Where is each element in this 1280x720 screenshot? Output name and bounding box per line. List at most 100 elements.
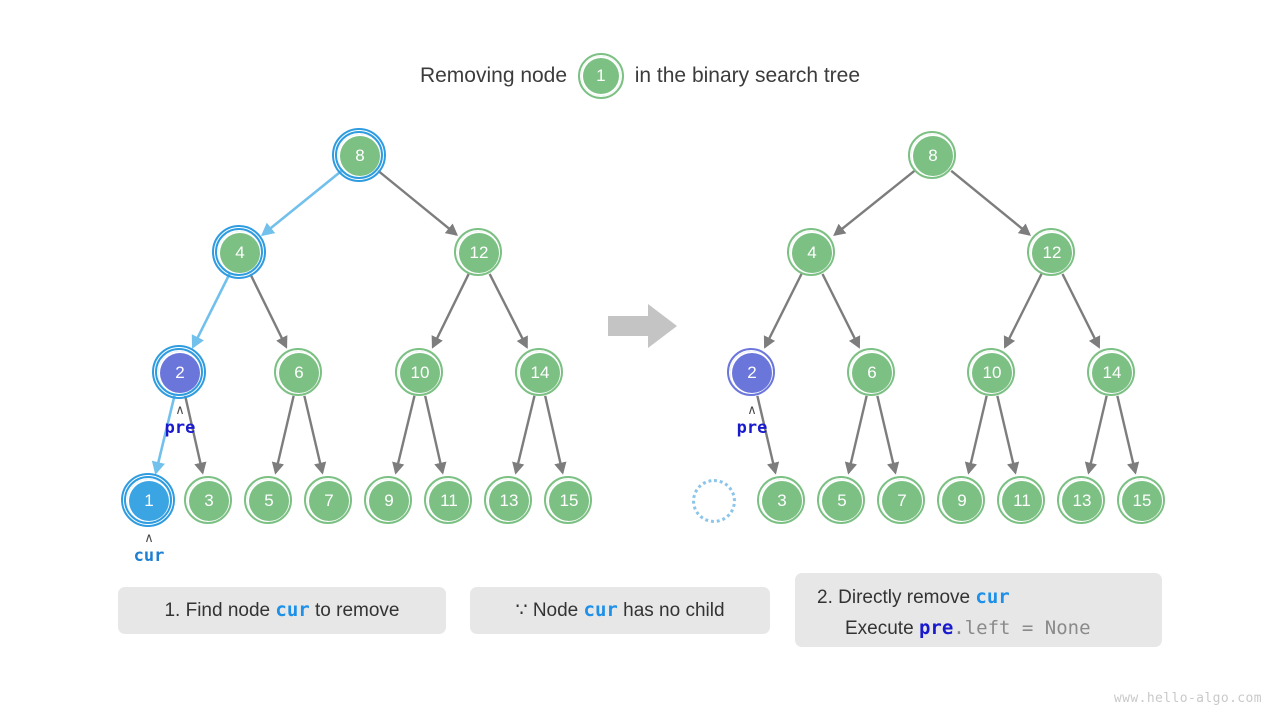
node-value-label: 15 — [1132, 491, 1152, 510]
tree-node-3[interactable]: 3 — [184, 476, 232, 524]
caption3-line2: Execute pre.left = None — [817, 613, 1162, 644]
tree-node-14[interactable]: 14 — [1087, 348, 1135, 396]
node-value-label: 4 — [235, 243, 245, 262]
tree-edge-10-11 — [996, 395, 1020, 475]
tree-edge-14-13 — [512, 395, 536, 475]
node-value-label: 6 — [294, 363, 304, 382]
tree-node-12[interactable]: 12 — [454, 228, 502, 276]
tree-edge-8-12 — [950, 169, 1032, 236]
transition-arrow-icon — [608, 304, 677, 348]
tree-node-11[interactable]: 11 — [424, 476, 472, 524]
tree-edge-6-5 — [844, 395, 868, 475]
tree-node-9[interactable]: 9 — [364, 476, 412, 524]
title-node-value: 1 — [596, 66, 606, 85]
caption1-prefix: 1. Find node — [164, 600, 276, 621]
tree-node-2[interactable]: 2 — [152, 345, 206, 399]
caption-step-2: 2. Directly remove cur Execute pre.left … — [795, 573, 1162, 647]
node-value-label: 3 — [777, 491, 787, 510]
tree-node-12[interactable]: 12 — [1027, 228, 1075, 276]
tree-node-11[interactable]: 11 — [997, 476, 1045, 524]
caret-up-icon: ∧ — [144, 531, 154, 546]
node-value-label: 5 — [264, 491, 274, 510]
caption3-line2-code: pre — [918, 617, 954, 639]
node-value-label: 8 — [928, 146, 938, 165]
tree-node-10[interactable]: 10 — [395, 348, 443, 396]
node-value-label: 4 — [807, 243, 817, 262]
tree-node-6[interactable]: 6 — [847, 348, 895, 396]
tree-node-15[interactable]: 15 — [1117, 476, 1165, 524]
caption2-suffix: has no child — [617, 600, 725, 621]
tree-node-14[interactable]: 14 — [515, 348, 563, 396]
tree-node-2[interactable]: 2 — [727, 348, 775, 396]
tree-edge-2-3 — [184, 395, 207, 475]
caption1-code: cur — [275, 599, 310, 621]
tree-edge-2-3 — [756, 395, 780, 475]
caption2-code: cur — [583, 599, 618, 621]
node-value-label: 7 — [324, 491, 334, 510]
tree-node-6[interactable]: 6 — [274, 348, 322, 396]
caption2-prefix: ∵ Node — [515, 600, 584, 621]
tree-edge-6-5 — [271, 395, 295, 475]
tree-edge-2-1 — [151, 395, 176, 475]
edge-group — [151, 169, 1140, 475]
pointer-marker-cur: ∧cur — [109, 531, 189, 566]
tree-edge-12-10 — [431, 273, 470, 349]
node-value-label: 12 — [469, 243, 489, 262]
tree-edge-6-7 — [876, 395, 900, 475]
tree-node-8[interactable]: 8 — [908, 131, 956, 179]
node-value-label: 10 — [410, 363, 430, 382]
tree-node-9[interactable]: 9 — [937, 476, 985, 524]
tree-edge-14-15 — [1116, 395, 1140, 475]
node-value-label: 2 — [747, 363, 757, 382]
tree-node-13[interactable]: 13 — [1057, 476, 1105, 524]
node-value-label: 11 — [1013, 491, 1031, 510]
tree-node-5[interactable]: 5 — [817, 476, 865, 524]
node-value-label: 7 — [897, 491, 907, 510]
title-suffix: in the binary search tree — [634, 64, 861, 87]
node-value-label: 3 — [204, 491, 214, 510]
node-value-label: 1 — [144, 491, 154, 510]
pointer-label: pre — [164, 418, 196, 438]
tree-node-4[interactable]: 4 — [212, 225, 266, 279]
node-value-label: 2 — [175, 363, 185, 382]
tree-edge-10-11 — [424, 395, 447, 475]
tree-edge-12-14 — [488, 273, 528, 349]
pointer-marker-pre: ∧pre — [712, 404, 792, 438]
tree-node-13[interactable]: 13 — [484, 476, 532, 524]
node-value-label: 12 — [1042, 243, 1062, 262]
tree-edge-8-4 — [833, 169, 916, 237]
tree-node-8[interactable]: 8 — [332, 128, 386, 182]
tree-edge-12-14 — [1061, 273, 1101, 349]
pointer-marker-pre: ∧pre — [140, 404, 220, 438]
pointer-label: cur — [133, 546, 165, 566]
node-value-label: 9 — [384, 491, 394, 510]
tree-node-4[interactable]: 4 — [787, 228, 835, 276]
caption-reason: ∵ Node cur has no child — [470, 587, 770, 634]
caption3-line2-prefix: Execute — [845, 618, 919, 639]
page-title: Removing node 1 in the binary search tre… — [0, 53, 1280, 99]
tree-node-7[interactable]: 7 — [877, 476, 925, 524]
tree-node-10[interactable]: 10 — [967, 348, 1015, 396]
caption3-line1: 2. Directly remove cur — [817, 586, 1010, 608]
watermark: www.hello-algo.com — [1113, 691, 1262, 706]
tree-node-7[interactable]: 7 — [304, 476, 352, 524]
tree-edge-8-4 — [260, 169, 343, 237]
tree-edge-4-2 — [763, 273, 803, 349]
removed-node-placeholder — [692, 479, 736, 523]
tree-edge-6-7 — [303, 395, 327, 475]
node-value-label: 10 — [982, 363, 1002, 382]
tree-node-1[interactable]: 1 — [121, 473, 175, 527]
tree-node-3[interactable]: 3 — [757, 476, 805, 524]
tree-edge-4-2 — [191, 273, 231, 349]
tree-node-15[interactable]: 15 — [544, 476, 592, 524]
node-value-label: 14 — [1102, 363, 1122, 382]
caption3-line1-prefix: 2. Directly remove — [817, 587, 976, 608]
tree-edge-10-9 — [964, 395, 988, 475]
tree-node-5[interactable]: 5 — [244, 476, 292, 524]
tree-edge-8-12 — [377, 169, 459, 236]
tree-edge-4-6 — [821, 273, 861, 349]
tree-edge-10-9 — [392, 395, 416, 475]
caption3-line1-code: cur — [975, 586, 1010, 608]
node-value-label: 11 — [440, 491, 458, 510]
